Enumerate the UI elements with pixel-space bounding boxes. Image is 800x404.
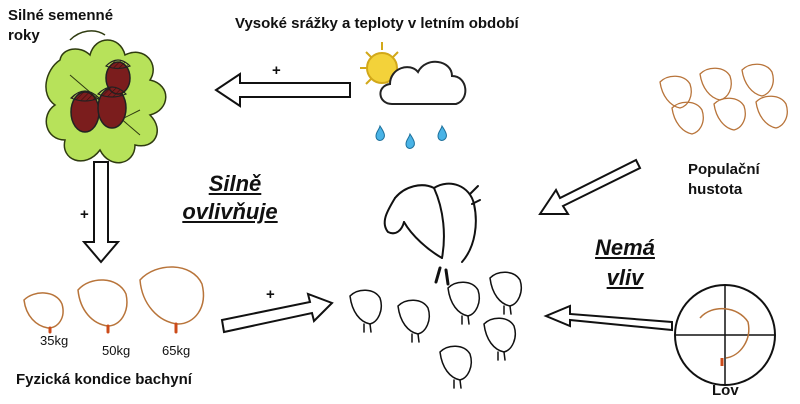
hunting-crosshair-icon [674,284,776,386]
sun-icon [360,42,399,85]
no-influence-line1: Nemá [595,235,655,260]
cloud-icon [379,61,467,105]
arrow-seed-to-condition [81,161,121,264]
seed-years-label-2: roky [8,27,40,44]
seed-years-label-1: Silné semenné [8,7,114,24]
plus-seed-condition: + [80,206,89,223]
arrow-weather-to-seed [214,72,351,108]
piglets-group [349,271,522,389]
wild-boar-sketch [383,182,481,286]
density-label-2: hustota [688,181,743,198]
plus-condition-piglets: + [266,286,275,303]
arrow-hunting-to-piglets [543,304,673,332]
population-cluster [659,63,788,135]
arrow-condition-to-piglets [220,292,334,334]
weight-label-50: 50kg [102,343,131,358]
arrow-density-to-boar [538,158,642,215]
weather-label: Vysoké srážky a teploty v letním období [235,15,519,32]
arrows [81,72,673,334]
strong-influence-line1: Silně [208,171,262,196]
sows-by-weight [23,266,205,334]
density-label-1: Populační [688,161,760,178]
plus-weather-seed: + [272,62,281,79]
weight-label-35: 35kg [40,333,69,348]
hunting-label: Lov [712,382,739,399]
condition-label: Fyzická kondice bachyní [16,371,192,388]
no-influence-line2: vliv [606,265,644,290]
rain-drops [375,124,447,149]
oak-acorns-illustration [45,30,167,164]
weight-label-65: 65kg [162,343,191,358]
weather-illustration [360,42,467,149]
strong-influence-line2: ovlivňuje [182,199,278,224]
